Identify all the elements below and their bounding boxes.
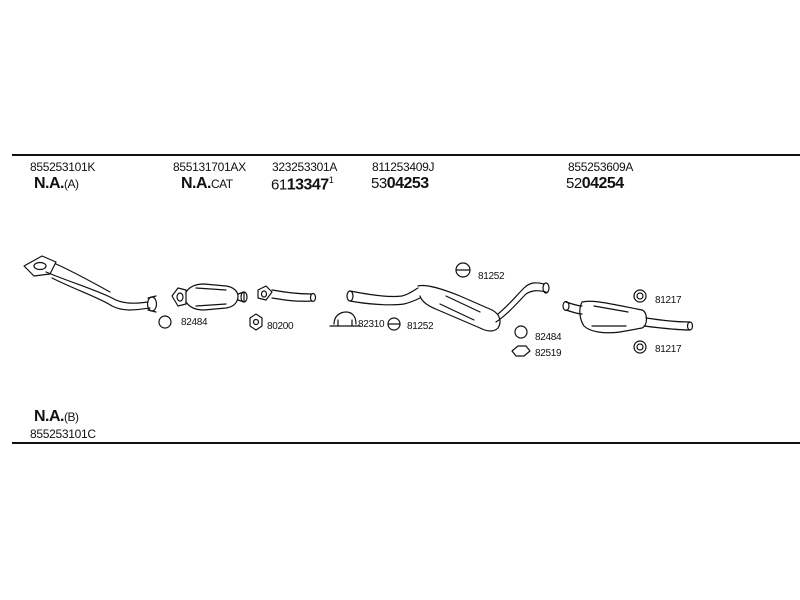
gasket-82484-a-icon xyxy=(158,315,172,329)
order-label-middle-silencer: 5304253 xyxy=(371,175,429,192)
front-pipe-drawing xyxy=(23,255,158,313)
ring-81217-b-icon xyxy=(633,340,647,354)
part-number-catalyst: 855131701AX xyxy=(173,160,246,174)
part-number-middle-silencer: 811253409J xyxy=(372,160,435,174)
middle-silencer-drawing xyxy=(346,282,550,332)
order-label-catalyst: N.A.CAT xyxy=(181,175,233,192)
callout-81252-b: 81252 xyxy=(407,321,434,332)
bottom-divider xyxy=(12,442,800,444)
part-number-rear-silencer: 855253609A xyxy=(568,160,634,174)
callout-82484-b: 82484 xyxy=(535,332,562,343)
clamp-82310-icon xyxy=(329,311,361,327)
ring-81217-a-icon xyxy=(633,289,647,303)
callout-81252-a: 81252 xyxy=(478,271,505,282)
rubber-mount-81252-b-icon xyxy=(387,317,401,331)
gasket-82519-icon xyxy=(511,345,531,357)
order-label-front-pipe: N.A.(A) xyxy=(34,175,79,192)
callout-81217-a: 81217 xyxy=(655,295,682,306)
callout-82310: 82310 xyxy=(358,319,385,330)
callout-80200: 80200 xyxy=(267,321,294,332)
order-label-rear-silencer: 5204254 xyxy=(566,175,624,192)
part-number-intermediate-pipe: 323253301A xyxy=(272,160,338,174)
callout-82484-a: 82484 xyxy=(181,317,208,328)
callout-82519: 82519 xyxy=(535,348,562,359)
order-label-alt-front-pipe: N.A.(B) xyxy=(34,408,79,425)
top-divider xyxy=(12,154,800,156)
gasket-82484-b-icon xyxy=(514,325,528,339)
order-label-intermediate-pipe: 61133471 xyxy=(271,175,334,194)
rear-silencer-drawing xyxy=(562,300,694,334)
rubber-mount-81252-a-icon xyxy=(455,262,471,278)
callout-81217-b: 81217 xyxy=(655,344,682,355)
intermediate-pipe-drawing xyxy=(257,285,317,303)
part-number-alt-front-pipe: 855253101C xyxy=(30,427,96,441)
part-number-front-pipe: 855253101K xyxy=(30,160,96,174)
catalytic-converter-drawing xyxy=(171,283,248,311)
gasket-80200-icon xyxy=(249,313,263,331)
